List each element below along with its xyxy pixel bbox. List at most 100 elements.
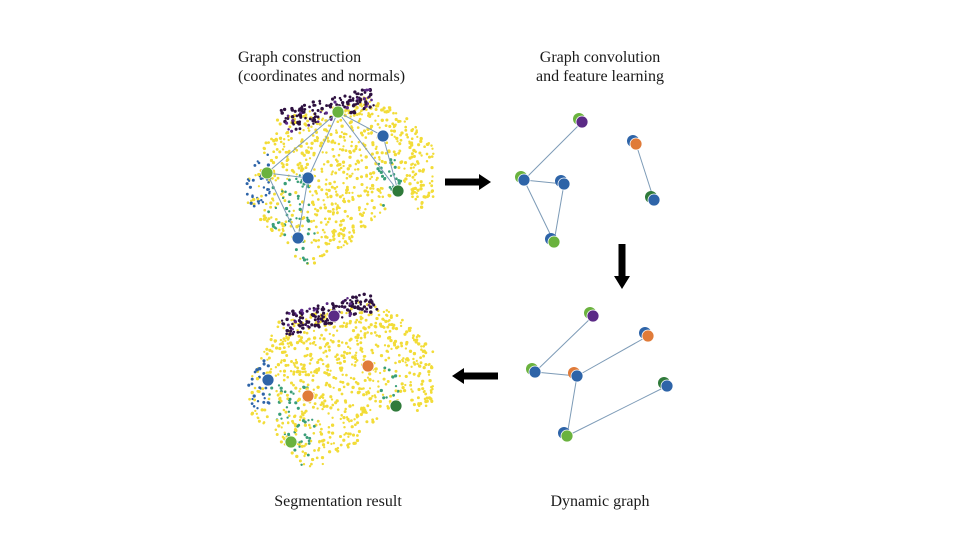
- cloud-top-point: [391, 122, 395, 126]
- cloud-top-point: [330, 202, 334, 205]
- cloud-bottom-top-point: [337, 305, 341, 309]
- cloud-bottom-point: [312, 388, 315, 391]
- cloud-bottom-top-point: [299, 320, 303, 325]
- cloud-bottom-top-point: [345, 302, 349, 305]
- dynamic-edge: [534, 315, 594, 373]
- cloud-bottom-point: [346, 417, 350, 421]
- cloud-top-point: [369, 187, 372, 190]
- cloud-bottom-point: [421, 379, 425, 383]
- cloud-top-point: [326, 160, 330, 164]
- cloud-top-point: [285, 132, 288, 135]
- cloud-top-point: [331, 147, 335, 151]
- cloud-bottom-point: [286, 397, 290, 401]
- cloud-top-point: [315, 135, 319, 139]
- cloud-bottom-point: [298, 445, 301, 448]
- cloud-bottom-point: [356, 333, 360, 337]
- cloud-top-point: [379, 170, 383, 175]
- cloud-top-point: [327, 209, 330, 213]
- cloud-top-point: [267, 210, 271, 214]
- cloud-bottom-point: [307, 442, 311, 445]
- cloud-bottom-point: [268, 370, 272, 374]
- cloud-top-top-point: [316, 120, 320, 124]
- cloud-top-point: [313, 168, 316, 171]
- cloud-bottom-point: [388, 329, 392, 333]
- cloud-top-point: [256, 160, 259, 163]
- cloud-bottom-point: [280, 350, 285, 355]
- cloud-bottom-point: [374, 343, 378, 347]
- cloud-bottom-point: [385, 396, 388, 399]
- cloud-top-top-point: [348, 95, 352, 99]
- cloud-bottom-point: [268, 393, 271, 396]
- cloud-top-top-point: [295, 114, 299, 118]
- cloud-bottom-point: [424, 404, 428, 408]
- cloud-top-point: [279, 234, 282, 238]
- cloud-top-point: [376, 167, 380, 171]
- cloud-top-point: [356, 159, 360, 163]
- cloud-bottom-point: [320, 427, 323, 431]
- cloud-top-point: [245, 192, 249, 196]
- cloud-top-point: [412, 148, 416, 153]
- graph-construction-label: Graph construction (coordinates and norm…: [238, 48, 458, 86]
- cloud-bottom-point: [383, 366, 387, 370]
- cloud-top-top-point: [280, 111, 284, 115]
- cloud-bottom-top-point: [316, 320, 320, 323]
- cloud-bottom-point: [355, 438, 360, 443]
- cloud-bottom-point: [429, 391, 433, 394]
- cloud-top-top-point: [308, 105, 311, 109]
- cloud-bottom-point: [336, 361, 339, 365]
- cloud-bottom-top-point: [354, 312, 357, 316]
- cloud-top-point: [415, 160, 419, 164]
- cloud-bottom-top-point: [346, 296, 349, 300]
- cloud-top-point: [306, 119, 310, 123]
- cloud-bottom-point: [311, 418, 314, 421]
- cloud-bottom-point: [299, 387, 302, 391]
- cloud-top-point: [346, 173, 349, 176]
- cloud-bottom-point: [338, 434, 343, 439]
- graph-convolution-label: Graph convolution and feature learning: [500, 48, 700, 86]
- cloud-bottom-point: [412, 357, 415, 361]
- cloud-bottom-point: [387, 356, 391, 360]
- cloud-bottom-top-point: [359, 300, 363, 304]
- cloud-bottom-point: [363, 355, 367, 358]
- cloud-bottom-point: [303, 423, 308, 427]
- cloud-bottom-point: [311, 405, 315, 409]
- cloud-bottom-point: [360, 387, 364, 391]
- cloud-top-point: [285, 163, 289, 167]
- cloud-bottom-point: [310, 457, 315, 462]
- cloud-bottom-point: [296, 424, 300, 428]
- cloud-bottom-point: [332, 386, 335, 389]
- cloud-bottom-point: [256, 416, 259, 419]
- cloud-bottom-point: [410, 365, 413, 368]
- cloud-bottom-point: [307, 419, 310, 422]
- cloud-bottom-point: [405, 330, 409, 334]
- cloud-bottom-point: [320, 455, 325, 460]
- cloud-bottom-point: [404, 383, 407, 387]
- cloud-bottom-point: [409, 326, 412, 330]
- cloud-bottom-point: [318, 423, 322, 426]
- cloud-top-point: [267, 181, 270, 184]
- cloud-top-point: [393, 165, 397, 169]
- cloud-bottom-top-point: [348, 302, 353, 306]
- cloud-bottom-point: [363, 378, 367, 383]
- cloud-top-point: [275, 138, 278, 142]
- cloud-bottom-top-point: [350, 300, 354, 304]
- cloud-bottom-point: [331, 416, 334, 419]
- cloud-bottom-point: [366, 376, 370, 379]
- cloud-top-point: [410, 137, 414, 141]
- cloud-top-point: [339, 166, 343, 170]
- cloud-bottom-point: [298, 372, 302, 376]
- cloud-top-point: [333, 141, 337, 145]
- cloud-bottom-point: [353, 356, 358, 361]
- cloud-bottom-point: [300, 463, 303, 467]
- cloud-top-point: [385, 109, 389, 113]
- cloud-top-point: [378, 211, 382, 214]
- cloud-top-top-point: [318, 99, 322, 103]
- cloud-bottom-point: [410, 388, 413, 391]
- cloud-top-point: [417, 143, 421, 147]
- cloud-top-point: [370, 183, 375, 188]
- cloud-top-top-point: [325, 104, 329, 108]
- cloud-bottom-point: [398, 389, 403, 393]
- cloud-bottom-point: [258, 367, 262, 371]
- cloud-bottom-point: [380, 325, 384, 329]
- cloud-top-point: [249, 201, 253, 205]
